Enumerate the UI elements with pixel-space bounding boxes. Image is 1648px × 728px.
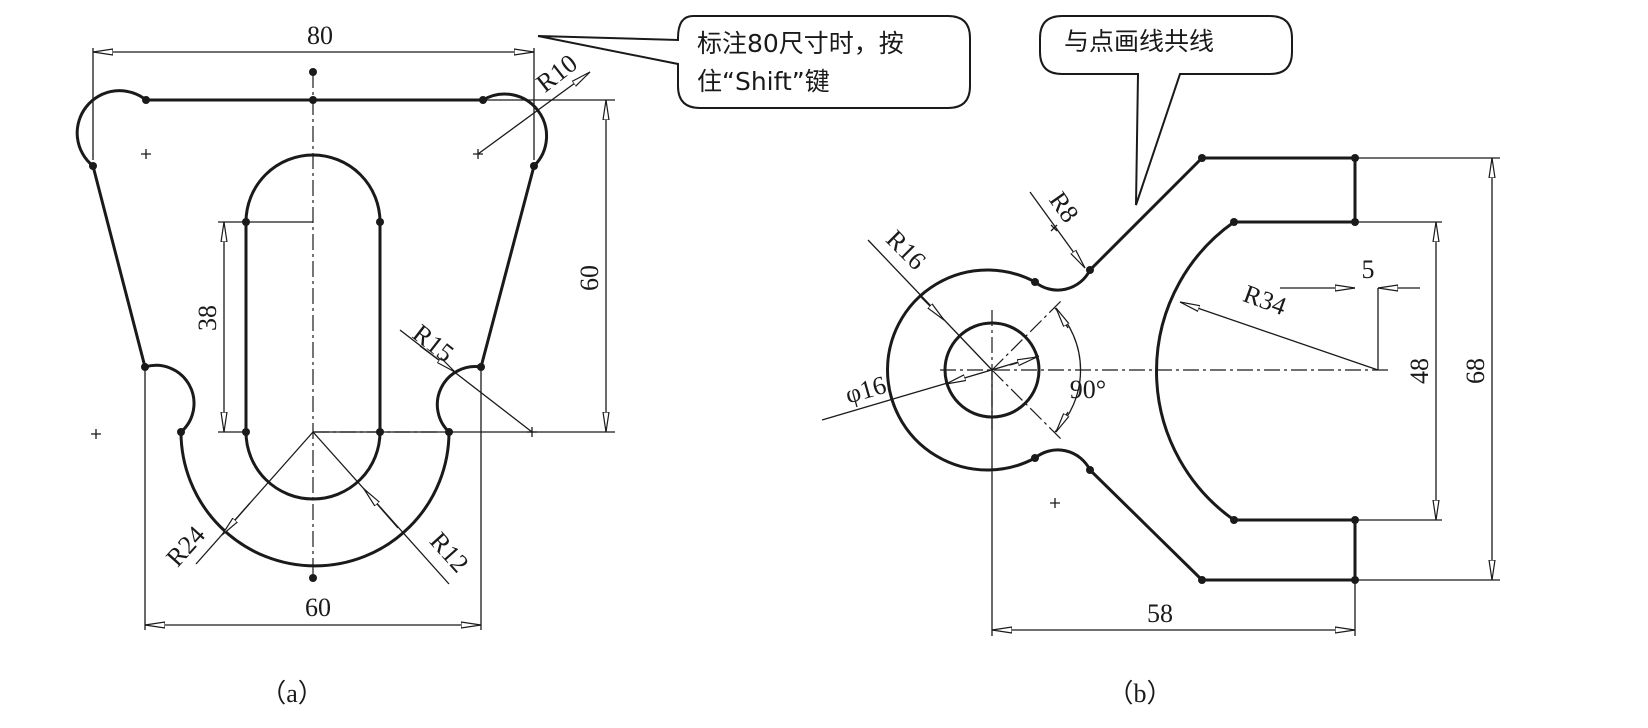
dim-r10-a: R10 [531, 49, 583, 99]
dim-48-b: 48 [1405, 358, 1434, 384]
centerline-diag2-b [991, 369, 1063, 441]
outer-contour-b [886, 156, 1357, 582]
centerline-diag1-b [991, 299, 1063, 371]
dim-60-vertical-a: 60 [575, 265, 604, 291]
dim-38-a: 38 [193, 305, 222, 331]
caption-a: （a） [260, 679, 324, 708]
caption-b: （b） [1107, 679, 1172, 708]
construction-mark-b [1050, 498, 1060, 508]
callout-a: 标注80尺寸时，按 住“Shift”键 [537, 15, 971, 109]
figure-a: 80 R10 60 38 R15 R24 R12 60 [75, 15, 971, 708]
dim-68-b: 68 [1461, 358, 1490, 384]
dim-58-b: 58 [1147, 599, 1173, 628]
outer-contour-a [75, 89, 549, 568]
callout-b-text: 与点画线共线 [1064, 27, 1214, 56]
dim-r16-b: R16 [880, 224, 931, 275]
dim-r12-a: R12 [424, 527, 475, 579]
figure-b: R8 R16 φ16 90° R34 5 48 68 [821, 15, 1500, 708]
dim-90-b: 90° [1070, 375, 1106, 404]
dim-60-bottom-a: 60 [305, 593, 331, 622]
dim-r34-b: R34 [1240, 279, 1291, 321]
dim-r15-a: R15 [407, 319, 459, 369]
callout-a-line1: 标注80尺寸时，按 [697, 29, 904, 58]
callout-a-line2: 住“Shift”键 [697, 67, 830, 96]
callout-b: 与点画线共线 [1039, 15, 1293, 206]
dim-80-a: 80 [307, 21, 333, 50]
dim-phi16-b: φ16 [842, 370, 889, 409]
dim-r24-a: R24 [160, 521, 211, 573]
construction-marks-a [91, 149, 483, 439]
dim-r8-b: R8 [1043, 186, 1084, 227]
dim-5-b: 5 [1362, 255, 1375, 284]
